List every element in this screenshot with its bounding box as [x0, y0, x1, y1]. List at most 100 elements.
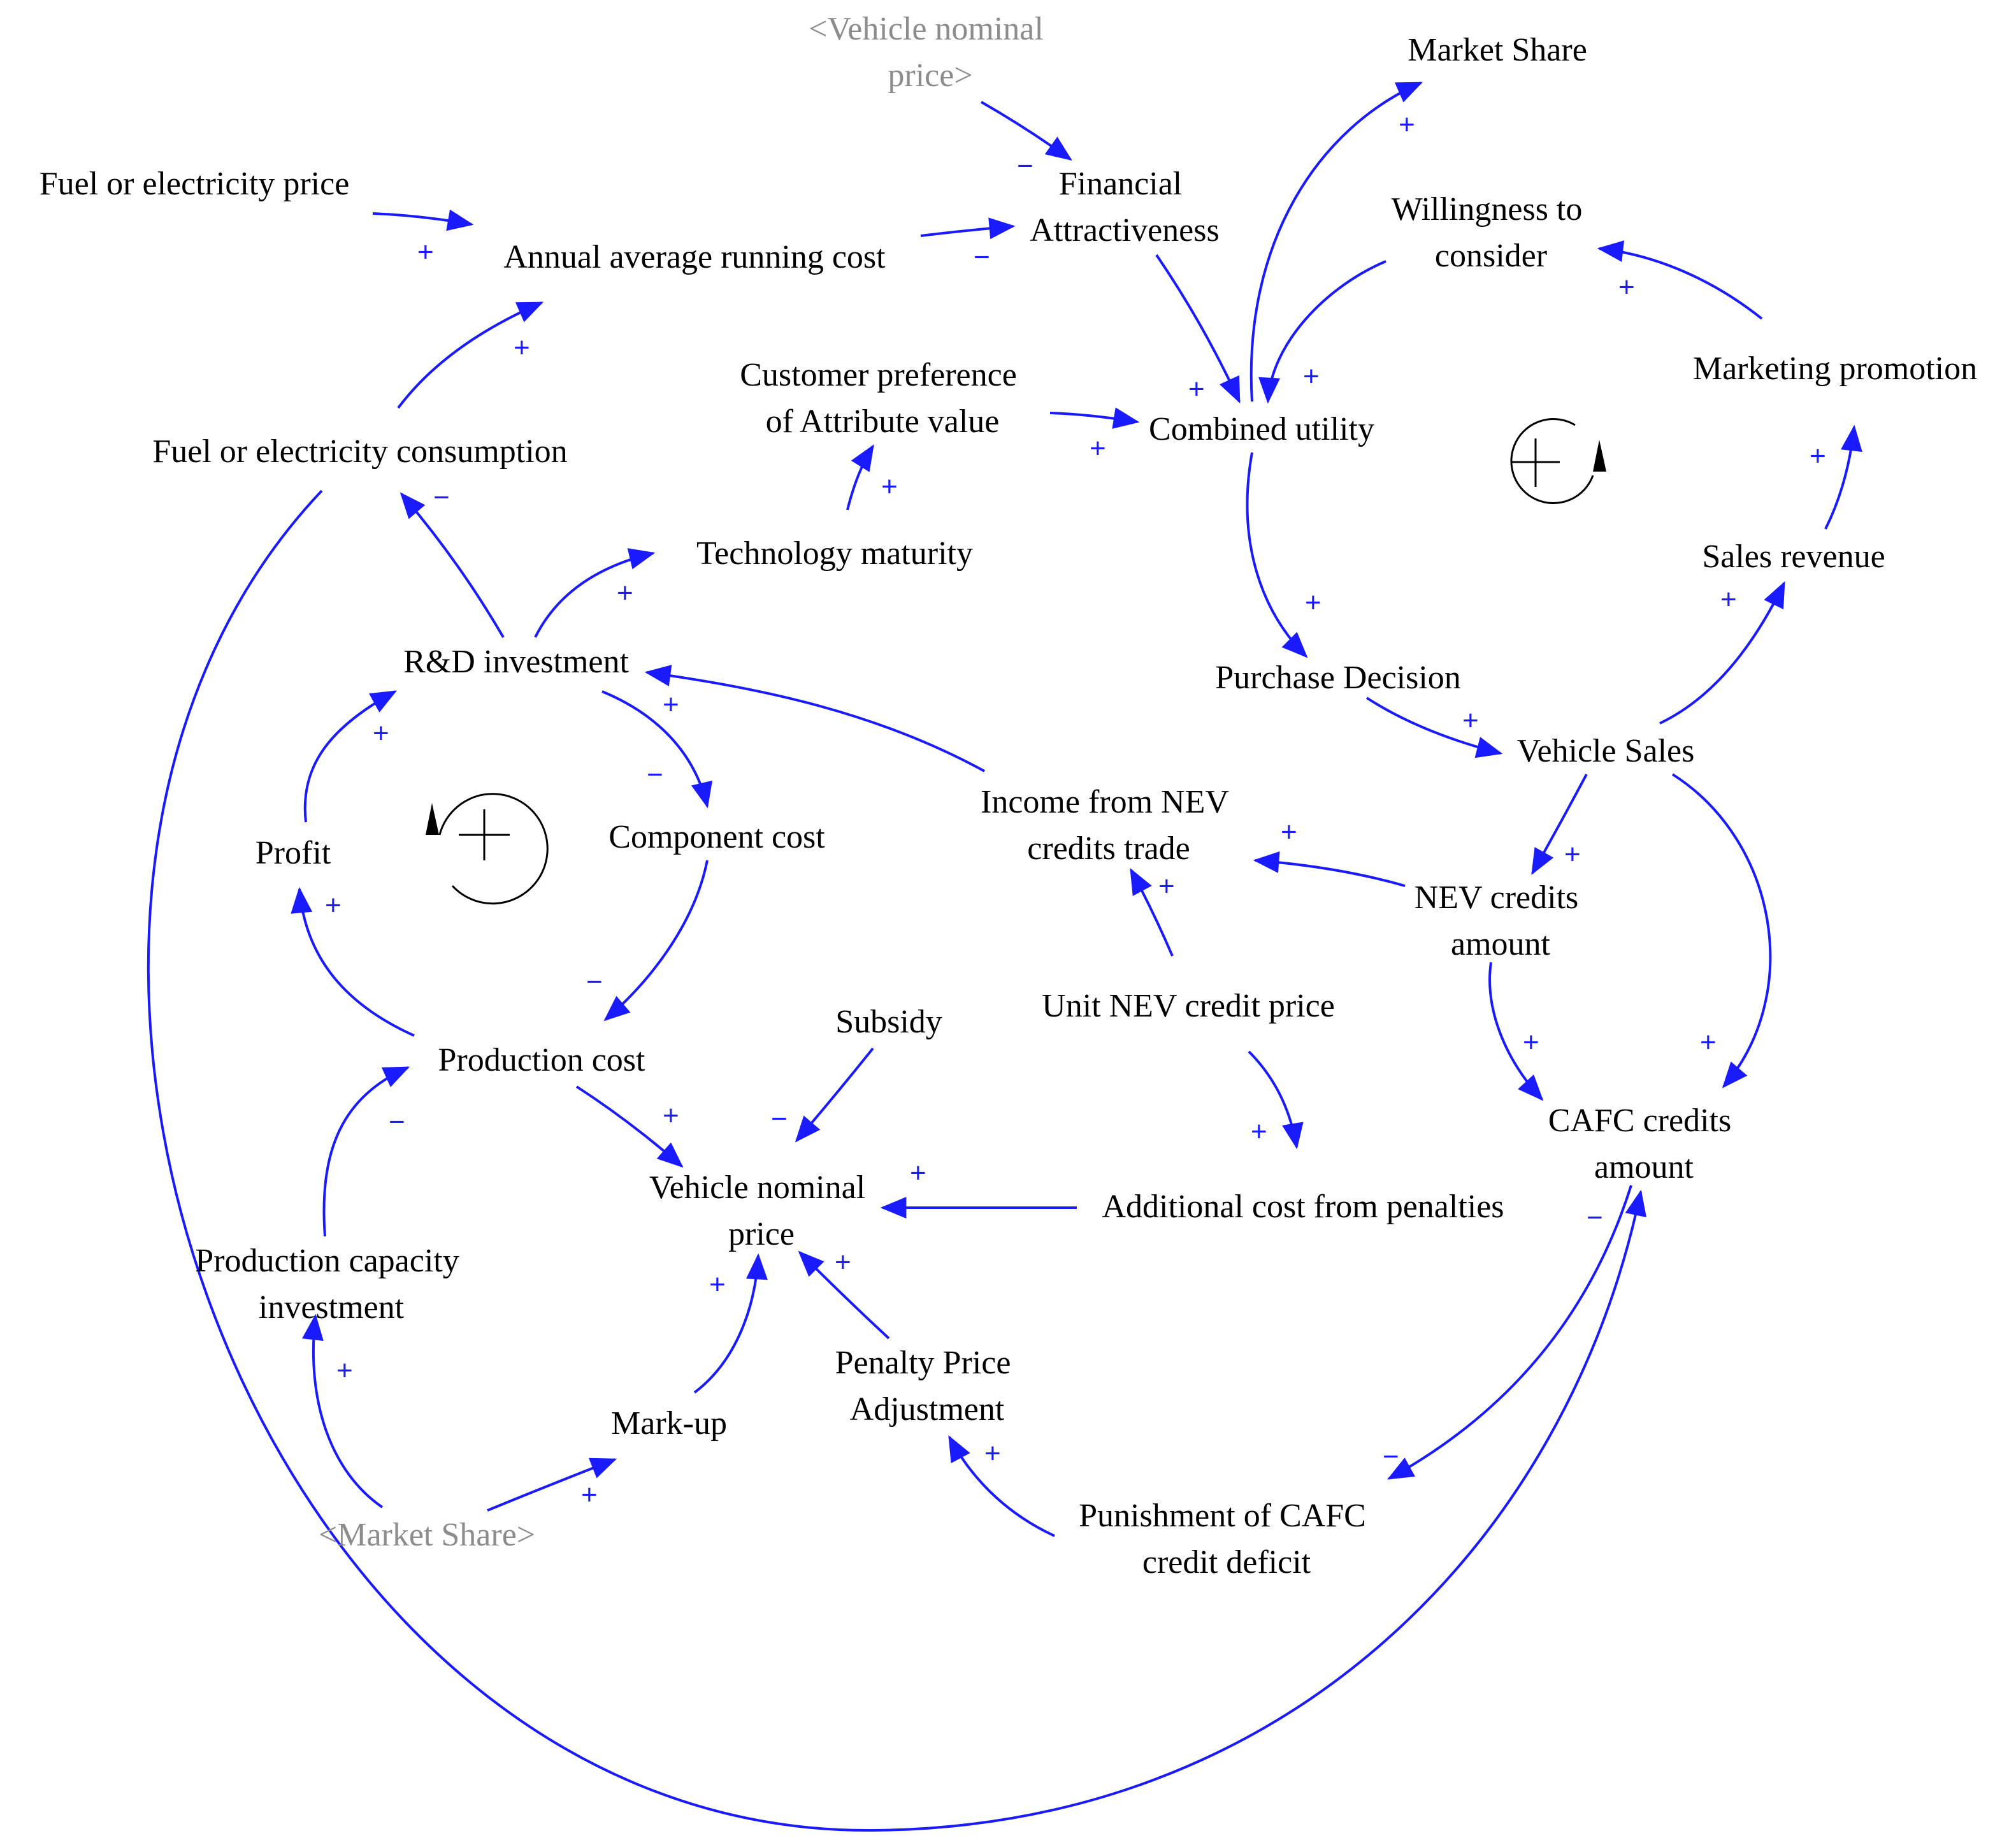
node-income-nev-credits: Income from NEV credits trade [981, 784, 1237, 867]
node-unit-nev-credit-price: Unit NEV credit price [1042, 988, 1335, 1024]
polarity-sign: + [1700, 1027, 1717, 1058]
link-markup-to-vehicle-nominal-price [693, 1253, 768, 1394]
polarity-sign: + [910, 1157, 926, 1189]
polarity-sign: − [647, 759, 663, 790]
polarity-sign: + [325, 890, 342, 921]
link-financial-to-combined-utility [1155, 254, 1241, 404]
link-purchase-decision-to-vehicle-sales [1365, 697, 1503, 758]
link-cafc-credits-to-punishment [1387, 1185, 1632, 1480]
polarity-sign: − [1017, 150, 1033, 182]
link-vehicle-sales-to-nev-credits [1531, 774, 1588, 875]
node-fuel-consumption: Fuel or electricity consumption [152, 433, 567, 470]
link-unit-nev-to-income-nev [1130, 868, 1174, 957]
node-marketing-promotion: Marketing promotion [1693, 351, 1977, 387]
link-profit-to-rd [303, 690, 397, 823]
polarity-sign: + [373, 718, 389, 749]
node-fuel-price: Fuel or electricity price [40, 166, 350, 202]
polarity-sign: + [1281, 816, 1297, 848]
node-additional-cost-penalties: Additional cost from penalties [1102, 1189, 1504, 1225]
polarity-sign: + [1090, 433, 1106, 464]
link-combined-utility-to-purchase-decision [1246, 452, 1308, 658]
node-financial-attractiveness: Financial Attractiveness [1030, 166, 1219, 249]
link-rd-to-tech-maturity [534, 548, 656, 638]
link-market-share-shadow-to-markup [487, 1458, 617, 1512]
polarity-sign: + [336, 1355, 353, 1386]
polarity-sign: − [1383, 1441, 1399, 1472]
polarity-sign: + [1158, 871, 1175, 902]
link-fuel-consumption-to-annual-cost [397, 301, 544, 409]
loop-left: + [426, 793, 549, 905]
link-customer-pref-to-combined-utility [1049, 407, 1140, 429]
node-market-share-shadow: <Market Share> [319, 1517, 535, 1553]
link-production-cost-to-profit [291, 886, 415, 1037]
node-vehicle-nominal-price: Vehicle nominal price [649, 1169, 874, 1252]
node-market-share: Market Share [1408, 32, 1587, 68]
link-production-cost-to-vehicle-nominal-price [575, 1085, 684, 1168]
link-fuel-price-to-annual-cost [372, 209, 474, 231]
link-combined-utility-to-market-share [1249, 82, 1423, 402]
node-annual-cost: Annual average running cost [503, 239, 886, 275]
link-market-share-shadow-to-production-capacity [301, 1313, 384, 1509]
polarity-sign: + [1303, 361, 1320, 392]
polarity-sign: + [581, 1479, 598, 1510]
polarity-sign: − [771, 1103, 788, 1134]
link-unit-nev-to-additional-cost [1248, 1050, 1304, 1150]
node-component-cost: Component cost [608, 819, 825, 855]
link-nev-credits-to-cafc-credits [1488, 962, 1544, 1101]
nodes: <Vehicle nominal price> Market Share Fue… [40, 11, 1977, 1581]
link-sales-revenue-to-marketing [1824, 424, 1862, 530]
link-vehicle-sales-to-cafc-credits [1671, 773, 1772, 1089]
link-willingness-to-combined-utility [1258, 260, 1386, 404]
link-vnp-shadow-to-financial [981, 101, 1072, 161]
polarity-sign: − [1587, 1202, 1603, 1233]
link-punishment-to-penalty-adjust [948, 1435, 1055, 1537]
link-component-cost-to-production-cost [603, 860, 709, 1022]
node-sales-revenue: Sales revenue [1702, 539, 1885, 575]
polarity-sign: + [1564, 839, 1581, 870]
polarity-sign: + [984, 1438, 1001, 1469]
node-willingness: Willingness to consider [1392, 191, 1591, 274]
polarity-sign: + [1399, 109, 1415, 140]
link-rd-to-component-cost [601, 690, 712, 809]
node-technology-maturity: Technology maturity [696, 535, 973, 572]
node-vehicle-sales: Vehicle Sales [1517, 733, 1695, 769]
node-punishment-cafc-deficit: Punishment of CAFC credit deficit [1079, 1498, 1374, 1581]
polarity-sign: + [1720, 584, 1737, 615]
link-nev-credits-to-income-nev [1253, 851, 1406, 887]
loop-right: + [1510, 418, 1606, 505]
polarity-sign: + [1523, 1027, 1539, 1058]
polarity-sign: + [1251, 1116, 1267, 1147]
polarity-sign: − [586, 966, 603, 997]
link-production-capacity-to-production-cost [322, 1066, 410, 1237]
polarity-sign: + [617, 577, 633, 609]
polarity-sign: + [663, 1100, 679, 1131]
polarity-sign: + [417, 236, 434, 268]
link-penalty-adjust-to-vehicle-nominal-price [798, 1250, 890, 1340]
link-annual-cost-to-financial [920, 217, 1016, 240]
node-subsidy: Subsidy [835, 1004, 942, 1040]
node-customer-preference: Customer preference of Attribute value [740, 357, 1025, 440]
polarity-sign: + [881, 471, 898, 502]
node-cafc-credits-amount: CAFC credits amount [1548, 1103, 1739, 1185]
polarity-sign: + [514, 332, 530, 363]
link-vehicle-sales-to-sales-revenue [1659, 581, 1785, 725]
polarity-sign: − [433, 482, 450, 513]
polarities: − + − + + + + + + + + − + + + + + + − + … [325, 109, 1826, 1510]
link-subsidy-to-vehicle-nominal-price [795, 1047, 874, 1143]
polarity-sign: + [1810, 440, 1826, 472]
node-profit: Profit [256, 835, 331, 871]
polarity-sign: + [1305, 587, 1321, 618]
link-marketing-to-willingness [1597, 240, 1763, 320]
polarity-sign: + [663, 689, 679, 720]
polarity-sign: + [709, 1269, 726, 1300]
node-markup: Mark-up [611, 1405, 727, 1442]
polarity-sign: + [1188, 373, 1205, 405]
link-tech-maturity-to-customer-pref [846, 444, 874, 510]
node-production-capacity-investment: Production capacity investment [195, 1243, 467, 1326]
link-rd-to-fuel-consumption [400, 492, 505, 639]
polarity-sign: − [389, 1106, 405, 1138]
node-nev-credits-amount: NEV credits amount [1415, 879, 1587, 962]
polarity-sign: + [1462, 705, 1479, 736]
node-rd-investment: R&D investment [403, 644, 629, 680]
